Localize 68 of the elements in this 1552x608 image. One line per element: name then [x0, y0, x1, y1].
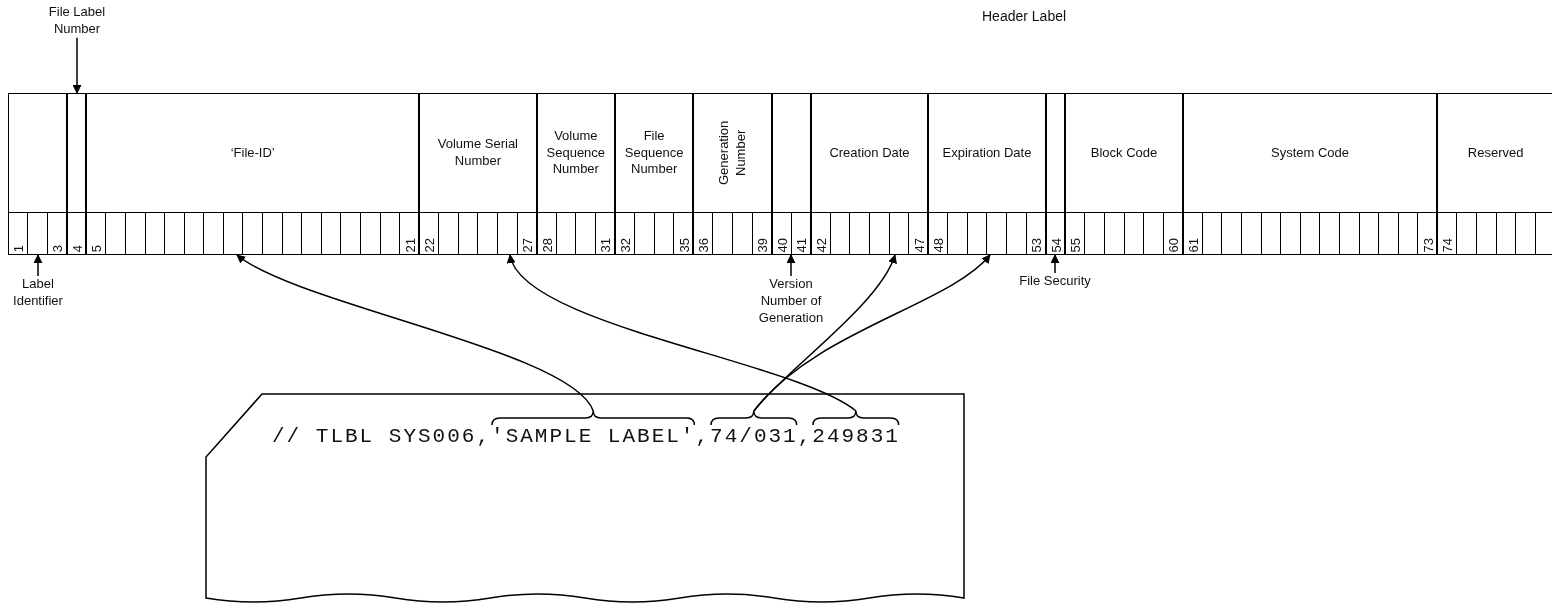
- column-number: 5: [89, 244, 105, 252]
- field-name: System Code: [1270, 143, 1351, 162]
- column-number: 60: [1166, 237, 1182, 252]
- curved-arrow: [753, 254, 991, 412]
- field-name: Reserved: [1466, 143, 1525, 162]
- column-number: 74: [1440, 237, 1456, 252]
- record-field: [8, 93, 67, 255]
- column-number: 61: [1185, 237, 1201, 252]
- record-field: [1437, 93, 1552, 255]
- column-number: 48: [931, 237, 947, 252]
- leader-arrow: [1050, 254, 1060, 274]
- column-number: 53: [1029, 237, 1045, 252]
- column-number: 1: [11, 244, 26, 252]
- title: Header Label: [982, 8, 1067, 24]
- record-field: [419, 93, 537, 255]
- column-number: 36: [696, 237, 712, 252]
- record-field: [66, 93, 87, 255]
- column-number: 4: [69, 244, 85, 252]
- column-number: 54: [1048, 237, 1064, 252]
- command-text: // TLBL SYS006,: [272, 425, 492, 448]
- record-field: [1065, 93, 1183, 255]
- record-field: [614, 93, 694, 255]
- comma: ,: [695, 425, 711, 448]
- record-field: [928, 93, 1046, 255]
- card-value-text: 249831: [812, 425, 900, 448]
- field-name: Generation Number: [716, 119, 750, 188]
- field-name: Block Code: [1089, 143, 1159, 162]
- leader-arrow: [786, 254, 796, 277]
- field-name: Volume Serial Number: [436, 135, 519, 170]
- column-number: 42: [813, 237, 829, 252]
- column-number: 3: [50, 244, 66, 252]
- card-value-text: 'SAMPLE LABEL': [491, 425, 696, 448]
- record-field: [86, 93, 420, 255]
- column-number: 40: [774, 237, 790, 252]
- record-field: [1182, 93, 1438, 255]
- record-field: [1045, 93, 1066, 255]
- record-field: [810, 93, 929, 255]
- record-field: [536, 93, 615, 255]
- field-name: File Sequence Number: [623, 126, 685, 179]
- curved-arrow: [509, 254, 857, 412]
- column-number: 73: [1420, 237, 1436, 252]
- column-number: 21: [402, 237, 418, 252]
- column-number: 41: [794, 237, 810, 252]
- coding-card: [205, 393, 965, 606]
- curved-arrow: [236, 254, 594, 412]
- column-number: 35: [676, 237, 692, 252]
- callout-text: File Security: [1015, 273, 1095, 290]
- field-name: ‘File-ID’: [229, 143, 276, 162]
- column-number: 39: [755, 237, 771, 252]
- record-field: [693, 93, 772, 255]
- field-name: Creation Date: [828, 143, 911, 162]
- leader-arrow: [72, 37, 82, 94]
- column-number: 32: [617, 237, 633, 252]
- column-number: 27: [520, 237, 536, 252]
- callout-text: Label Identifier: [0, 276, 78, 310]
- leader-arrow: [33, 254, 43, 277]
- column-number: 28: [539, 237, 555, 252]
- column-number: 55: [1068, 237, 1084, 252]
- column-number: 22: [422, 237, 438, 252]
- column-number: 31: [598, 237, 614, 252]
- field-name: Volume Sequence Number: [545, 126, 607, 179]
- callout-text: File Label Number: [42, 4, 112, 38]
- comma: ,: [797, 425, 813, 448]
- callout-text: Version Number of Generation: [751, 276, 831, 327]
- card-value-text: 74/031: [710, 425, 798, 448]
- field-name: Expiration Date: [941, 143, 1033, 162]
- column-number: 47: [911, 237, 927, 252]
- record-field: [771, 93, 811, 255]
